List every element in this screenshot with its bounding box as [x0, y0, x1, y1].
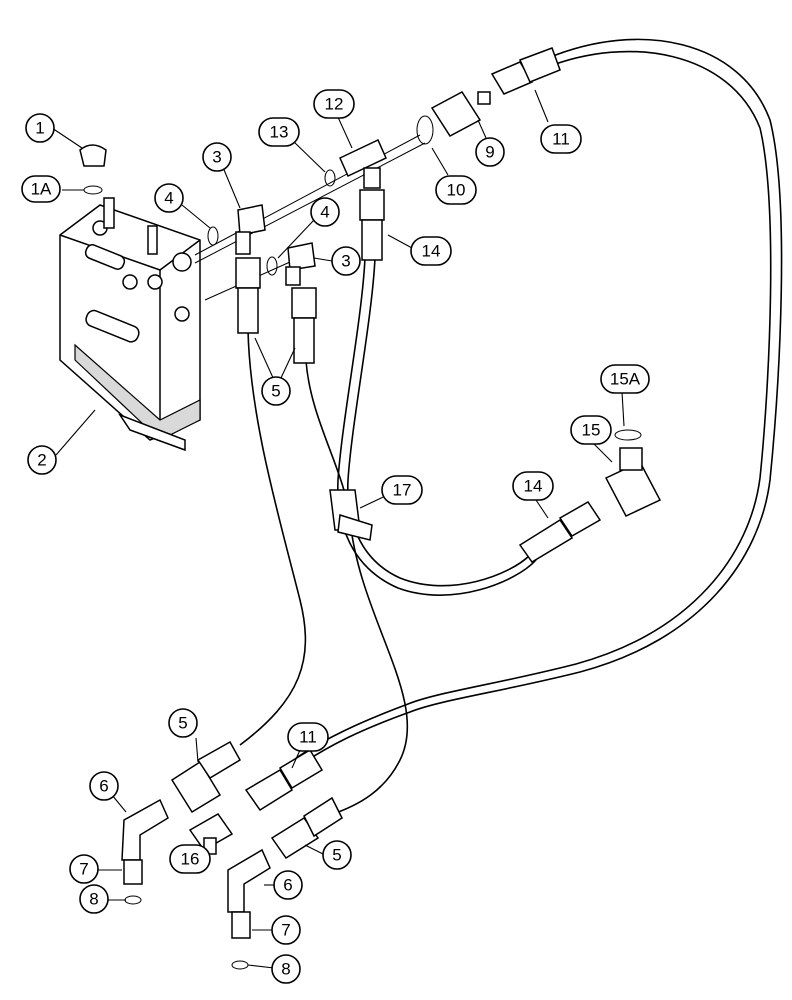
- valve-body: [59, 197, 201, 452]
- hose-14a: [347, 257, 531, 587]
- callout-9: 9: [475, 137, 505, 167]
- svg-text:13: 13: [270, 123, 289, 142]
- svg-text:1A: 1A: [31, 180, 52, 199]
- callouts: 1 1A 2 3 3 4 4 5 5 5 6 6 7 7 8 8 9 10 11…: [21, 89, 650, 984]
- callout-11-upper: 11: [540, 124, 582, 154]
- callout-14-lower: 14: [512, 471, 554, 501]
- svg-text:10: 10: [447, 181, 466, 200]
- svg-text:5: 5: [178, 714, 187, 733]
- svg-text:15A: 15A: [610, 370, 641, 389]
- callout-6-left: 6: [89, 771, 119, 801]
- svg-text:4: 4: [320, 203, 329, 222]
- svg-text:8: 8: [89, 890, 98, 909]
- callout-5-lower-right: 5: [322, 840, 352, 870]
- svg-text:8: 8: [281, 960, 290, 979]
- callout-17: 17: [381, 475, 423, 505]
- hose-5b: [305, 359, 409, 816]
- callout-10: 10: [435, 175, 477, 205]
- callout-13: 13: [258, 117, 300, 147]
- callout-2: 2: [27, 445, 57, 475]
- callout-16: 16: [169, 844, 211, 874]
- callout-3-lower: 3: [331, 246, 361, 276]
- callout-1: 1: [25, 113, 55, 143]
- svg-text:7: 7: [79, 860, 88, 879]
- fittings: [79, 47, 662, 970]
- svg-text:1: 1: [35, 119, 44, 138]
- svg-text:3: 3: [341, 252, 350, 271]
- hoses: [239, 38, 783, 816]
- callout-8-left: 8: [79, 884, 109, 914]
- callout-4-lower: 4: [310, 197, 340, 227]
- hose-long-return-b: [295, 50, 772, 759]
- svg-text:9: 9: [485, 143, 494, 162]
- svg-text:2: 2: [37, 451, 46, 470]
- callout-3-upper: 3: [202, 142, 232, 172]
- callout-7-right: 7: [271, 915, 301, 945]
- callout-4-upper: 4: [154, 183, 184, 213]
- callout-5-upper: 5: [261, 376, 291, 406]
- svg-text:6: 6: [99, 777, 108, 796]
- svg-text:14: 14: [422, 242, 441, 261]
- hose-long-return: [299, 38, 783, 766]
- svg-text:7: 7: [281, 921, 290, 940]
- svg-text:4: 4: [164, 189, 173, 208]
- callout-15: 15: [570, 415, 612, 445]
- svg-text:6: 6: [283, 876, 292, 895]
- svg-text:16: 16: [181, 850, 200, 869]
- callout-6-right: 6: [273, 870, 303, 900]
- svg-text:12: 12: [325, 95, 344, 114]
- svg-text:11: 11: [299, 728, 317, 747]
- hose-5a: [239, 329, 307, 746]
- svg-text:15: 15: [582, 421, 601, 440]
- leader-lines: [51, 89, 625, 969]
- hose-14a-b: [337, 257, 537, 596]
- svg-text:5: 5: [332, 846, 341, 865]
- callout-12: 12: [313, 89, 355, 119]
- svg-text:3: 3: [212, 148, 221, 167]
- callout-8-right: 8: [271, 954, 301, 984]
- callout-5-lower-left: 5: [168, 708, 198, 738]
- callout-7-left: 7: [69, 854, 99, 884]
- svg-text:5: 5: [271, 382, 280, 401]
- svg-text:11: 11: [552, 130, 570, 149]
- svg-text:14: 14: [524, 477, 543, 496]
- callout-11-lower: 11: [287, 722, 329, 752]
- svg-text:17: 17: [393, 481, 412, 500]
- callout-15a: 15A: [600, 364, 650, 394]
- callout-14-upper: 14: [410, 236, 452, 266]
- callout-1a: 1A: [21, 175, 61, 203]
